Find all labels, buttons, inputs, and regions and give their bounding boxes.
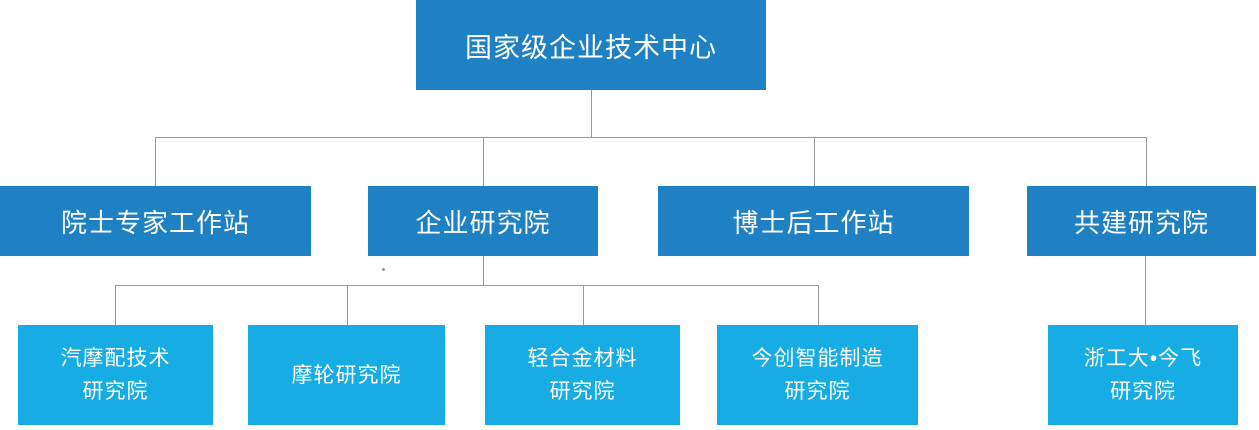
node-label: 今创智能制造 研究院	[751, 347, 884, 403]
connector-line	[1146, 137, 1147, 186]
node-label: 共建研究院	[1073, 207, 1209, 238]
node-label: 浙工大•今飞 研究院	[1083, 347, 1203, 403]
connector-line	[115, 285, 116, 325]
connector-line	[583, 285, 584, 325]
connector-line	[814, 137, 815, 186]
connector-line	[483, 256, 484, 285]
connector-line	[155, 137, 1147, 138]
node-light-alloy-materials-institute: 轻合金材料 研究院	[485, 325, 680, 425]
node-joint-research-institute: 共建研究院	[1027, 186, 1256, 256]
connector-line	[483, 137, 484, 186]
node-enterprise-research-institute: 企业研究院	[368, 186, 598, 256]
connector-line	[1145, 256, 1146, 325]
connector-line	[591, 90, 592, 137]
stray-dot-artifact	[382, 268, 385, 271]
node-national-enterprise-tech-center: 国家级企业技术中心	[416, 0, 766, 90]
connector-line	[347, 285, 348, 325]
connector-line	[115, 285, 819, 286]
node-moto-wheel-institute: 摩轮研究院	[248, 325, 445, 425]
node-label: 国家级企业技术中心	[465, 32, 717, 63]
node-auto-moto-parts-tech-institute: 汽摩配技术 研究院	[18, 325, 213, 425]
node-postdoctoral-workstation: 博士后工作站	[658, 186, 969, 256]
connector-line	[818, 285, 819, 325]
node-jinchuang-smart-manufacturing-institute: 今创智能制造 研究院	[717, 325, 918, 425]
node-label: 轻合金材料 研究院	[527, 347, 638, 403]
node-label: 博士后工作站	[732, 207, 895, 238]
node-label: 院士专家工作站	[60, 207, 250, 238]
node-label: 摩轮研究院	[291, 363, 402, 387]
node-label: 企业研究院	[415, 207, 551, 238]
node-label: 汽摩配技术 研究院	[60, 347, 171, 403]
connector-line	[155, 137, 156, 186]
node-zjut-jinfei-institute: 浙工大•今飞 研究院	[1048, 325, 1238, 425]
node-academician-expert-workstation: 院士专家工作站	[0, 186, 311, 256]
